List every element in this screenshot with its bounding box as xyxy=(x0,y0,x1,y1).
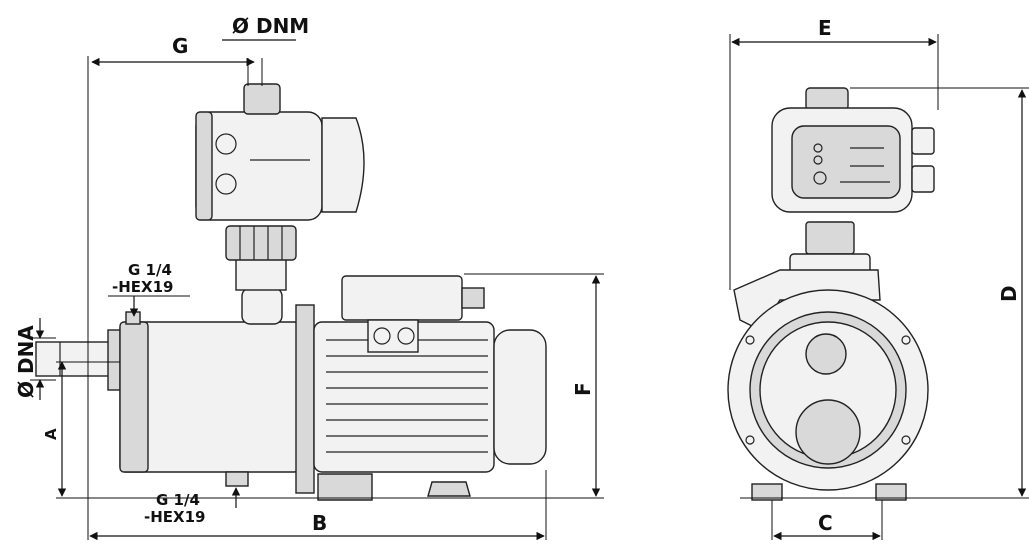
e-label: E xyxy=(818,16,832,40)
outlet-stack xyxy=(225,225,297,325)
inlet-fitting xyxy=(35,329,125,391)
dnm-label: Ø DNM xyxy=(232,14,309,38)
dna-label: Ø DNA xyxy=(14,325,38,398)
pump-casing xyxy=(119,304,315,494)
hex19-bottom-label: -HEX19 xyxy=(144,508,205,526)
c-label: C xyxy=(818,511,833,535)
b-label: B xyxy=(312,511,327,535)
side-view: Ø DNM G G 1/4 -HEX19 Ø DNA A G 1/4 -HEX1… xyxy=(14,14,604,541)
controller-front xyxy=(771,87,935,213)
f-label: F xyxy=(571,382,595,396)
a-label: A xyxy=(42,428,60,440)
front-view: E xyxy=(727,16,1029,541)
hex19-top-label: -HEX19 xyxy=(112,278,173,296)
g14-top-label: G 1/4 xyxy=(128,261,172,279)
d-label: D xyxy=(997,285,1021,302)
pressure-controller xyxy=(195,83,365,221)
g14-bottom-label: G 1/4 xyxy=(156,491,200,509)
motor xyxy=(313,275,547,501)
g-label: G xyxy=(172,34,188,58)
pump-front xyxy=(727,289,929,501)
